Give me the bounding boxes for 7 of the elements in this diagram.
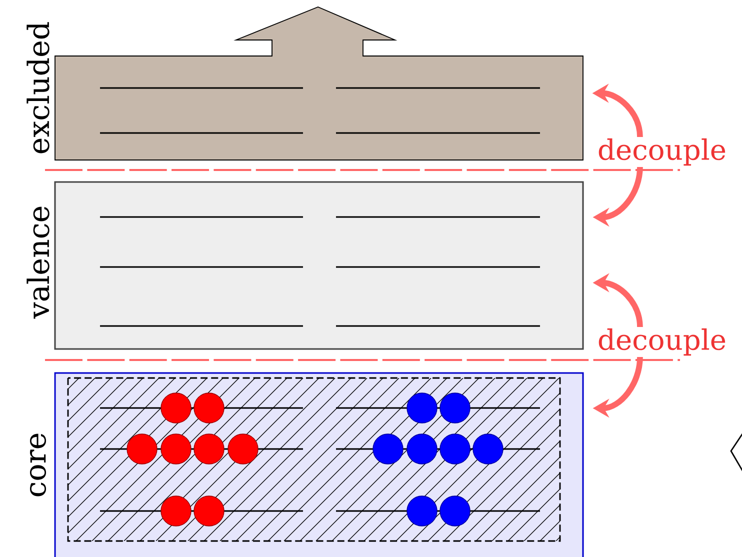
node-label: valence — [26, 206, 50, 319]
annotation-label: decouple — [598, 138, 726, 166]
node-label: excluded — [26, 22, 50, 154]
annotation-label: decouple — [598, 328, 726, 356]
node-label: core — [30, 434, 46, 496]
level-box: valence — [26, 181, 584, 350]
level-box: excluded — [26, 6, 584, 160]
